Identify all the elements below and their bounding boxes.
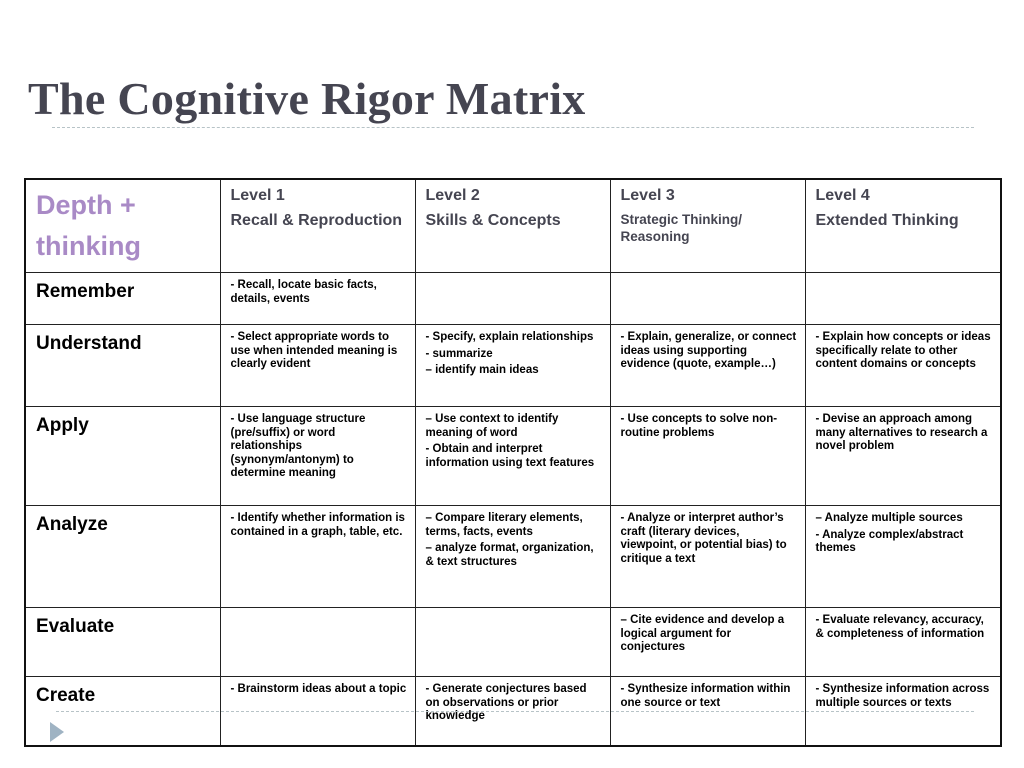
matrix-cell: – Use context to identify meaning of wor… — [414, 406, 611, 506]
matrix-row: Remember - Recall, locate basic facts, de… — [24, 272, 1002, 325]
cell-text: - summarize — [425, 347, 493, 360]
cell-text: - Devise an approach among many alternat… — [815, 413, 988, 452]
cell-text: - Explain how concepts or ideas specific… — [815, 331, 991, 370]
cell-text: - Identify whether information is contai… — [230, 512, 405, 538]
matrix-cell: - Identify whether information is contai… — [219, 505, 416, 608]
matrix-cell: – Cite evidence and develop a logical ar… — [609, 607, 806, 677]
level-name: Level 4 — [815, 187, 870, 204]
matrix-cell — [804, 272, 1002, 325]
cell-text: - Explain, generalize, or connect ideas … — [620, 331, 797, 370]
cell-text: - Obtain and interpret information using… — [425, 443, 595, 469]
row-header: Evaluate — [24, 607, 221, 677]
cell-text: - Analyze complex/abstract themes — [815, 528, 964, 555]
matrix-cell: - Explain, generalize, or connect ideas … — [609, 324, 806, 407]
matrix-cell — [414, 272, 611, 325]
matrix-cell — [414, 607, 611, 677]
matrix-cell: - Explain how concepts or ideas specific… — [804, 324, 1002, 407]
matrix-cell: - Analyze or interpret author’s craft (l… — [609, 505, 806, 608]
cell-text: – Analyze multiple sources — [815, 512, 963, 524]
level-description: Recall & Reproduction — [230, 212, 403, 229]
cell-text: - Use concepts to solve non-routine prob… — [620, 413, 778, 439]
row-header: Analyze — [24, 505, 221, 608]
footer-divider — [56, 711, 974, 712]
level-header: Level 3 Strategic Thinking/ Reasoning — [609, 178, 806, 273]
corner-header: Depth + thinking — [24, 178, 221, 273]
row-header: Understand — [24, 324, 221, 407]
level-header: Level 1 Recall & Reproduction — [219, 178, 416, 273]
level-description: Skills & Concepts — [425, 212, 561, 229]
cell-text: - Generate conjectures based on observat… — [425, 683, 587, 722]
matrix-cell: - Select appropriate words to use when i… — [219, 324, 416, 407]
cell-text: – Use context to identify meaning of wor… — [425, 413, 559, 439]
cognitive-rigor-matrix: Depth + thinking Level 1 Recall & Reprod… — [24, 178, 1002, 747]
cell-text: – Cite evidence and develop a logical ar… — [620, 614, 785, 653]
level-name: Level 3 — [620, 187, 675, 204]
row-header: Remember — [24, 272, 221, 325]
cell-text: - Select appropriate words to use when i… — [230, 331, 398, 370]
level-header: Level 4 Extended Thinking — [804, 178, 1002, 273]
cell-text: - Synthesize information across multiple… — [815, 683, 990, 709]
slide-bullet-arrow-icon — [50, 722, 64, 742]
matrix-cell: – Analyze multiple sources - Analyze comp… — [804, 505, 1002, 608]
matrix-cell: – Compare literary elements, terms, fact… — [414, 505, 611, 608]
level-header-row: Depth + thinking Level 1 Recall & Reprod… — [24, 178, 1002, 273]
matrix-cell — [219, 607, 416, 677]
cell-text: - Recall, locate basic facts, details, e… — [230, 279, 377, 305]
title-divider — [52, 127, 974, 128]
level-description: Strategic Thinking/ Reasoning — [620, 212, 743, 244]
cell-text: - Synthesize information within one sour… — [620, 683, 791, 709]
matrix-cell: - Evaluate relevancy, accuracy, & comple… — [804, 607, 1002, 677]
cell-text: - Evaluate relevancy, accuracy, & comple… — [815, 614, 985, 640]
cell-text: - Specify, explain relationships — [425, 331, 594, 343]
matrix-cell: - Use concepts to solve non-routine prob… — [609, 406, 806, 506]
row-header: Apply — [24, 406, 221, 506]
cell-text: – identify main ideas — [425, 364, 539, 376]
level-name: Level 2 — [425, 187, 480, 204]
page-title: The Cognitive Rigor Matrix — [28, 73, 586, 124]
level-description: Extended Thinking — [815, 212, 959, 229]
matrix-row: Apply- Use language structure (pre/suffi… — [24, 406, 1002, 506]
cell-text: – Compare literary elements, terms, fact… — [425, 512, 583, 538]
matrix-row: Understand- Select appropriate words to … — [24, 324, 1002, 407]
cell-text: - Analyze or interpret author’s craft (l… — [620, 512, 787, 565]
cell-text: – analyze format, organization, & text s… — [425, 542, 594, 568]
cell-text: - Use language structure (pre/suffix) or… — [230, 413, 366, 479]
matrix-cell: - Use language structure (pre/suffix) or… — [219, 406, 416, 506]
cell-text: - Brainstorm ideas about a topic — [230, 683, 407, 695]
level-name: Level 1 — [230, 187, 285, 204]
level-header: Level 2 Skills & Concepts — [414, 178, 611, 273]
matrix-cell — [609, 272, 806, 325]
matrix-row: Analyze - Identify whether information is… — [24, 505, 1002, 608]
matrix-row: Evaluate – Cite evidence and develop a lo… — [24, 607, 1002, 677]
matrix-cell: - Devise an approach among many alternat… — [804, 406, 1002, 506]
matrix-cell: - Recall, locate basic facts, details, e… — [219, 272, 416, 325]
matrix-cell: - Specify, explain relationships - summar… — [414, 324, 611, 407]
